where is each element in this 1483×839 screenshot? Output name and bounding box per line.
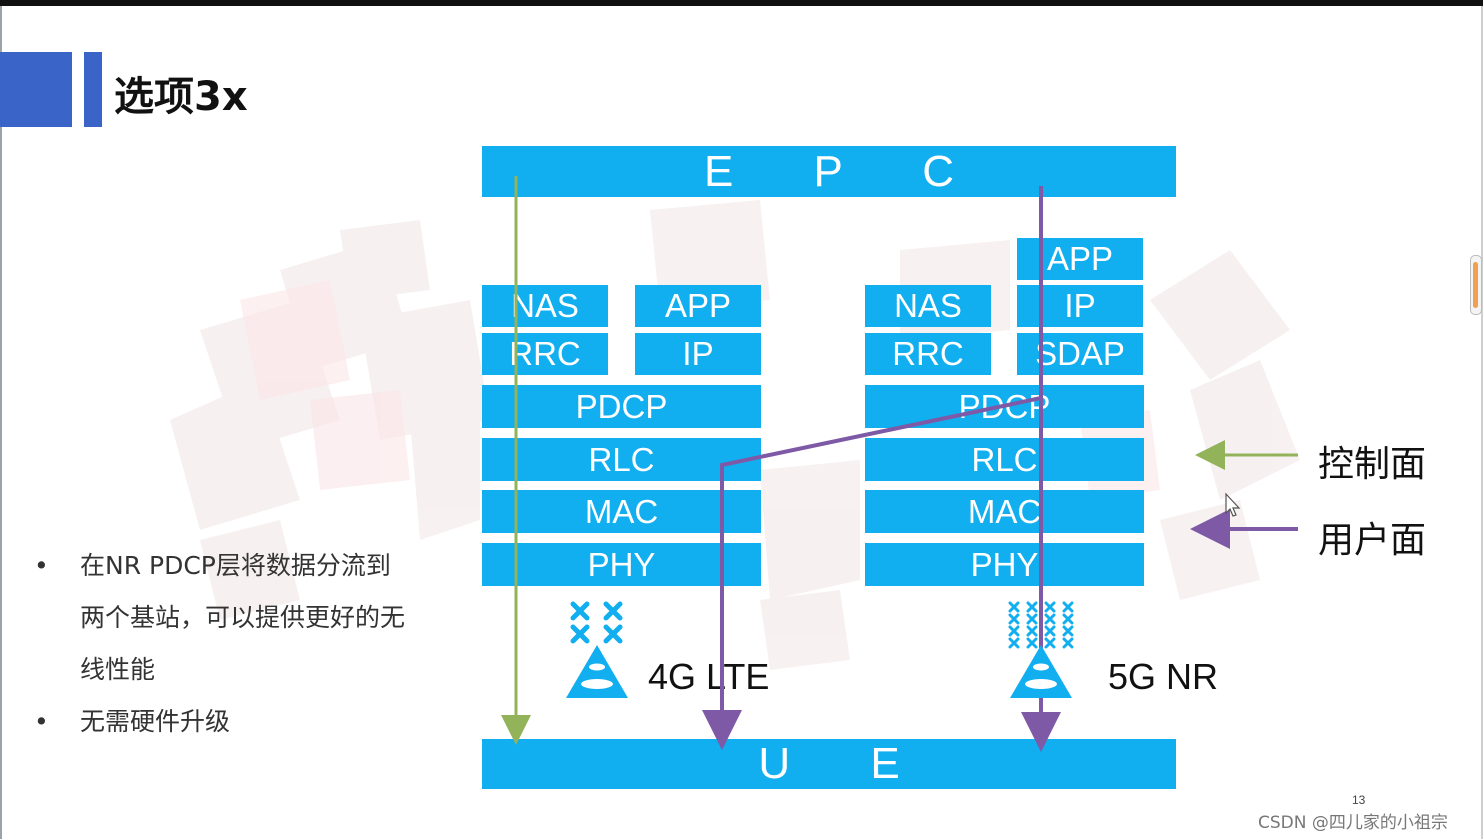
legend-control-plane-label: 控制面 <box>1318 444 1427 485</box>
nr-ip-block: IP <box>1017 285 1143 327</box>
nr-mac-block: MAC <box>865 490 1144 533</box>
top-border <box>0 0 1483 6</box>
lte-nas-block: NAS <box>482 285 608 327</box>
nr-antenna-array-icon <box>1008 601 1074 649</box>
bullet-item: • 无需硬件升级 <box>34 696 414 748</box>
lte-tower-label: 4G LTE <box>648 656 770 697</box>
left-border <box>0 6 2 839</box>
bullet-item: • 在NR PDCP层将数据分流到两个基站，可以提供更好的无线性能 <box>34 540 414 696</box>
title-accent-bar <box>84 52 102 127</box>
nr-rrc-block: RRC <box>865 333 991 375</box>
lte-phy-block: PHY <box>482 543 761 586</box>
nr-tower-label: 5G NR <box>1108 656 1219 697</box>
title-accent-block <box>0 52 72 127</box>
lte-tower-icon <box>566 645 628 698</box>
epc-block: E P C <box>482 146 1176 197</box>
nr-sdap-block: SDAP <box>1017 333 1143 375</box>
mouse-cursor-icon <box>1225 492 1241 517</box>
lte-app-block: APP <box>635 285 761 327</box>
nr-tower-icon <box>1010 645 1072 698</box>
bullet-marker: • <box>34 551 49 580</box>
scrollbar-thumb[interactable] <box>1473 262 1478 308</box>
bullet-text: 在NR PDCP层将数据分流到两个基站，可以提供更好的无线性能 <box>80 551 406 684</box>
lte-ip-block: IP <box>635 333 761 375</box>
bullet-list: • 在NR PDCP层将数据分流到两个基站，可以提供更好的无线性能 • 无需硬件… <box>34 540 414 748</box>
lte-rrc-block: RRC <box>482 333 608 375</box>
nr-phy-block: PHY <box>865 543 1144 586</box>
user-plane-split-line <box>702 396 1042 750</box>
lte-mac-block: MAC <box>482 490 761 533</box>
watermark: CSDN @四儿家的小祖宗 <box>1258 813 1448 833</box>
slide-title: 选项3x <box>114 74 248 120</box>
right-border <box>1481 6 1483 839</box>
lte-rlc-block: RLC <box>482 438 761 481</box>
bullet-text: 无需硬件升级 <box>80 707 231 736</box>
nr-nas-block: NAS <box>865 285 991 327</box>
nr-rlc-block: RLC <box>865 438 1144 481</box>
lte-pdcp-block: PDCP <box>482 385 761 428</box>
lte-antenna-icon <box>570 601 623 644</box>
nr-app-block: APP <box>1017 238 1143 280</box>
bullet-marker: • <box>34 707 49 736</box>
page-number: 13 <box>1352 793 1366 807</box>
legend-user-plane-label: 用户面 <box>1318 520 1427 561</box>
